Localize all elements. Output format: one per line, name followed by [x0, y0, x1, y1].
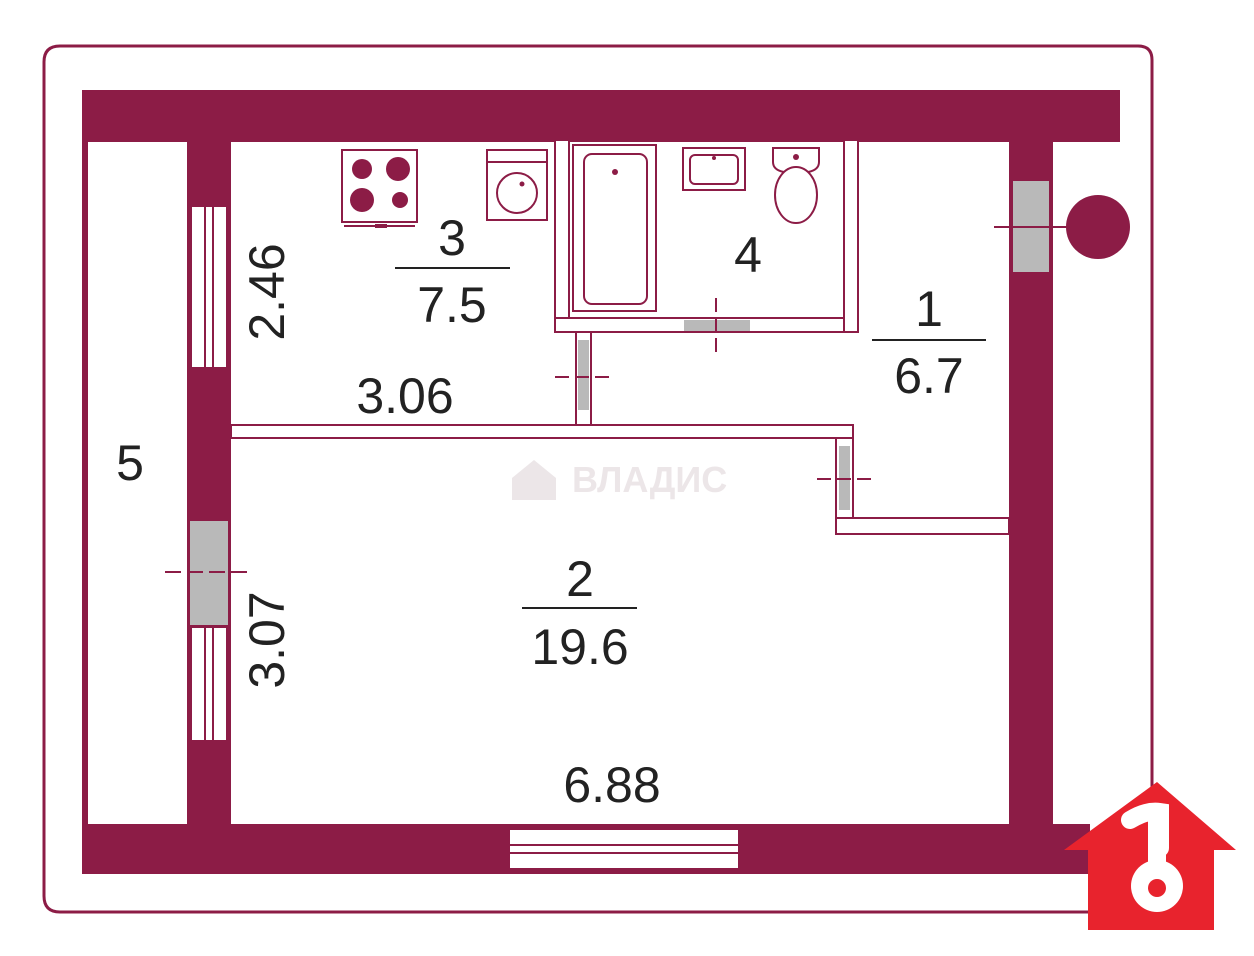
room-1-number: 1	[915, 281, 943, 337]
door-bathroom	[684, 298, 750, 352]
dim-room-depth: 3.07	[239, 591, 295, 688]
partition-bath-left	[554, 139, 570, 333]
house-key-logo-icon	[1064, 782, 1236, 930]
room-3-area: 7.5	[417, 277, 487, 333]
window-room	[190, 626, 228, 742]
dim-kitchen-width: 3.06	[356, 368, 453, 424]
room-5-number: 5	[116, 435, 144, 491]
room-1-label: 1 6.7	[872, 281, 986, 404]
window-kitchen	[190, 205, 228, 369]
sink-icon	[682, 147, 746, 191]
watermark-house-icon	[512, 460, 556, 500]
room-2-number: 2	[566, 551, 594, 607]
room-3-label: 3 7.5	[395, 210, 510, 333]
washing-machine-icon	[486, 149, 548, 221]
riser-pipe-icon	[1066, 195, 1130, 259]
room-2-label: 2 19.6	[522, 551, 637, 675]
room-1-area: 6.7	[894, 348, 964, 404]
watermark-text: ВЛАДИС	[572, 459, 727, 500]
door-kitchen	[555, 340, 610, 410]
toilet-icon	[772, 147, 820, 224]
room-4-number: 4	[734, 227, 762, 283]
wall-left-outer	[82, 90, 88, 874]
dim-room-width: 6.88	[563, 757, 660, 813]
door-room	[817, 446, 872, 510]
balcony-outline	[42, 44, 1154, 914]
partition-corridor-bottom	[835, 517, 1010, 535]
window-bottom	[508, 828, 740, 870]
bathtub-icon	[572, 144, 657, 312]
watermark: ВЛАДИС	[512, 459, 727, 500]
entrance-door	[994, 181, 1072, 272]
dim-kitchen-depth: 2.46	[239, 243, 295, 340]
room-3-number: 3	[438, 210, 466, 266]
room-2-area: 19.6	[531, 619, 628, 675]
partition-bath-right	[843, 139, 859, 333]
wall-top	[82, 90, 1120, 142]
balcony-door	[165, 521, 252, 625]
partition-kitchen-room	[230, 424, 854, 439]
stove-icon	[341, 149, 418, 228]
